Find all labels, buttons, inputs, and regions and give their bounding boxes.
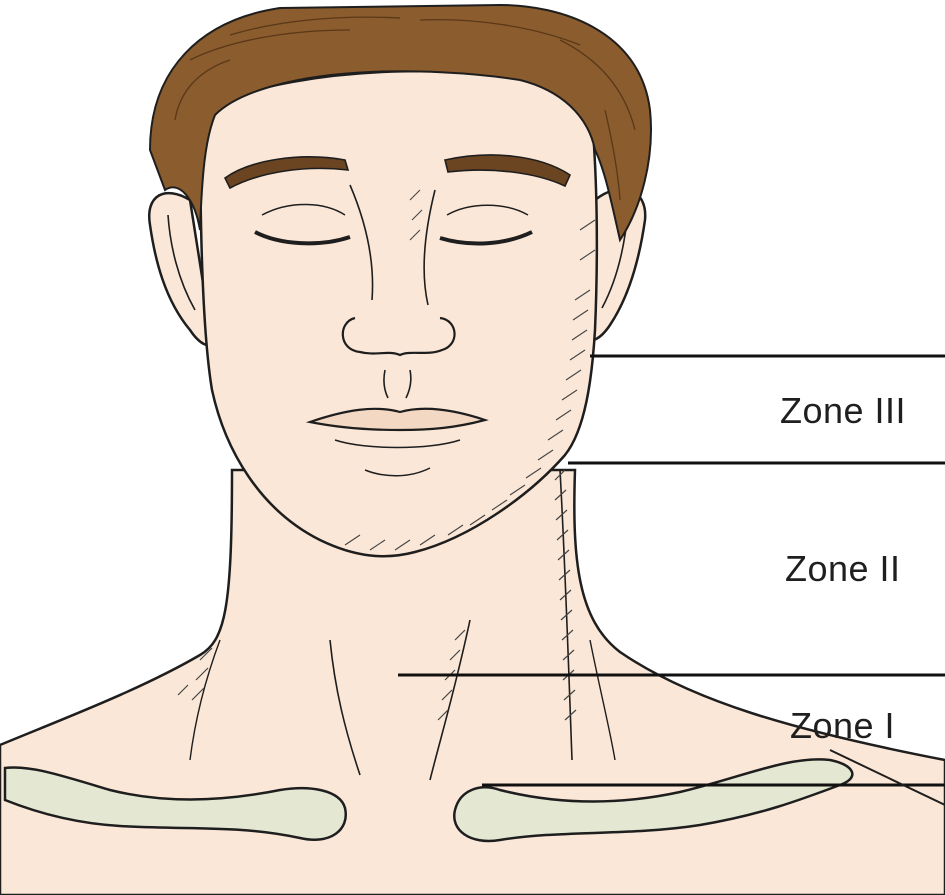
face [200, 71, 597, 556]
zone-1-label: Zone I [790, 705, 895, 747]
zone-2-label: Zone II [785, 548, 901, 590]
zone-3-label: Zone III [780, 390, 906, 432]
